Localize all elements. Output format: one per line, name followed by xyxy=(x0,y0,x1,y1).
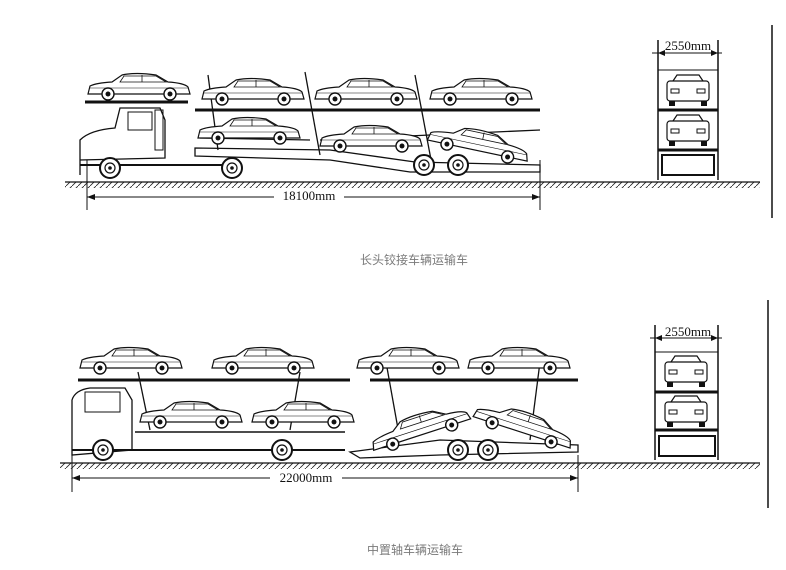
trailer-wheel xyxy=(447,439,469,461)
figure-1-caption: 长头铰接车辆运输车 xyxy=(360,253,469,267)
truck-cab xyxy=(71,387,345,456)
width-dimension: 2550mm xyxy=(665,324,711,339)
car-icon xyxy=(251,400,355,429)
car-icon xyxy=(211,346,315,375)
figure-2-rear-view: 2550mm xyxy=(650,300,769,508)
figure-1-side-view: 18100mm xyxy=(65,71,760,210)
width-dimension: 2550mm xyxy=(665,38,711,53)
car-icon xyxy=(87,72,191,101)
trailer-wheel xyxy=(413,154,435,176)
car-icon xyxy=(319,124,423,153)
car-icon xyxy=(425,119,533,168)
car-icon xyxy=(201,77,305,106)
car-icon xyxy=(139,400,243,429)
car-icon xyxy=(79,346,183,375)
car-icon xyxy=(197,116,301,145)
tractor-wheel xyxy=(99,157,121,179)
car-icon xyxy=(467,346,571,375)
truck-wheel xyxy=(92,439,114,461)
trailer-wheel xyxy=(447,154,469,176)
car-rear-icon xyxy=(664,395,708,428)
car-rear-icon xyxy=(666,114,710,147)
trailer-wheel xyxy=(477,439,499,461)
car-icon xyxy=(314,77,418,106)
figure-2-side-view: 22000mm xyxy=(60,346,760,492)
car-rear-icon xyxy=(666,74,710,107)
car-icon xyxy=(429,77,533,106)
tractor-wheel xyxy=(221,157,243,179)
figure-2-caption: 中置轴车辆运输车 xyxy=(367,543,464,557)
figure-1-rear-view: 2550mm xyxy=(652,25,773,218)
length-dimension: 22000mm xyxy=(280,470,333,485)
truck-wheel xyxy=(271,439,293,461)
car-rear-icon xyxy=(664,355,708,388)
car-icon xyxy=(356,346,460,375)
length-dimension: 18100mm xyxy=(283,188,336,203)
